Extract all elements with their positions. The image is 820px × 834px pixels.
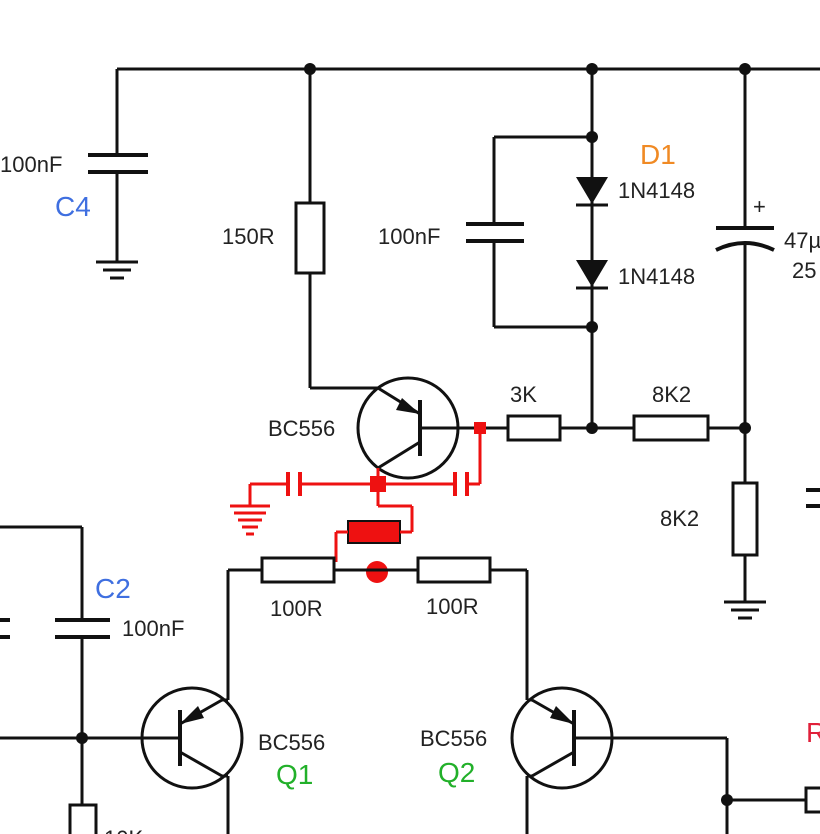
capacitor-left-edge-partial xyxy=(0,618,10,639)
r100-right-label: 100R xyxy=(426,594,479,619)
capacitor-mid-100nf xyxy=(466,137,524,327)
resistor-100r-right xyxy=(416,556,527,584)
resistor-right-bottom-partial xyxy=(721,738,820,834)
ground-icon xyxy=(96,260,138,280)
bc556-top-label: BC556 xyxy=(268,416,335,441)
r-bottom-partial-label: 10K xyxy=(104,826,143,834)
ground-icon xyxy=(230,504,270,536)
c2-ref-label: C2 xyxy=(95,573,131,604)
resistor-8k2-vertical xyxy=(724,428,766,620)
resistor-3k xyxy=(480,414,634,442)
top-supply-rail xyxy=(117,63,820,75)
capacitor-c2 xyxy=(0,525,110,805)
ground-icon xyxy=(724,600,766,620)
d1b-label: 1N4148 xyxy=(618,264,695,289)
r-partial-ref-label: R xyxy=(806,717,820,748)
r150-label: 150R xyxy=(222,224,275,249)
resistor-100r-left xyxy=(228,556,418,584)
cap47-voltage-label: 25 xyxy=(792,258,816,283)
cap-mid-label: 100nF xyxy=(378,224,440,249)
r100-left-label: 100R xyxy=(270,596,323,621)
transistor-bc556-top xyxy=(310,376,480,480)
resistor-bottom-left-partial xyxy=(68,803,98,834)
diode-string-d1 xyxy=(494,69,608,428)
c4-value-label: 100nF xyxy=(0,152,62,177)
cap47-value-label: 47µ xyxy=(784,228,820,253)
transistor-q2 xyxy=(510,570,727,834)
resistor-8k2-horizontal xyxy=(632,414,751,442)
r8k2-vertical-label: 8K2 xyxy=(660,506,699,531)
r8k2-horizontal-label: 8K2 xyxy=(652,382,691,407)
q1-ref-label: Q1 xyxy=(276,759,313,790)
q2-ref-label: Q2 xyxy=(438,757,475,788)
c4-ref-label: C4 xyxy=(55,191,91,222)
capacitor-c4 xyxy=(88,69,148,280)
red-modification xyxy=(230,422,486,583)
capacitor-right-edge-partial xyxy=(806,488,820,508)
d1-ref-label: D1 xyxy=(640,139,676,170)
d1a-label: 1N4148 xyxy=(618,178,695,203)
capacitor-47u xyxy=(715,69,775,428)
transistor-q1 xyxy=(0,570,244,834)
c2-value-label: 100nF xyxy=(122,616,184,641)
q1-type-label: BC556 xyxy=(258,730,325,755)
r3k-label: 3K xyxy=(510,382,537,407)
q2-type-label: BC556 xyxy=(420,726,487,751)
plus-sign: + xyxy=(753,194,766,219)
